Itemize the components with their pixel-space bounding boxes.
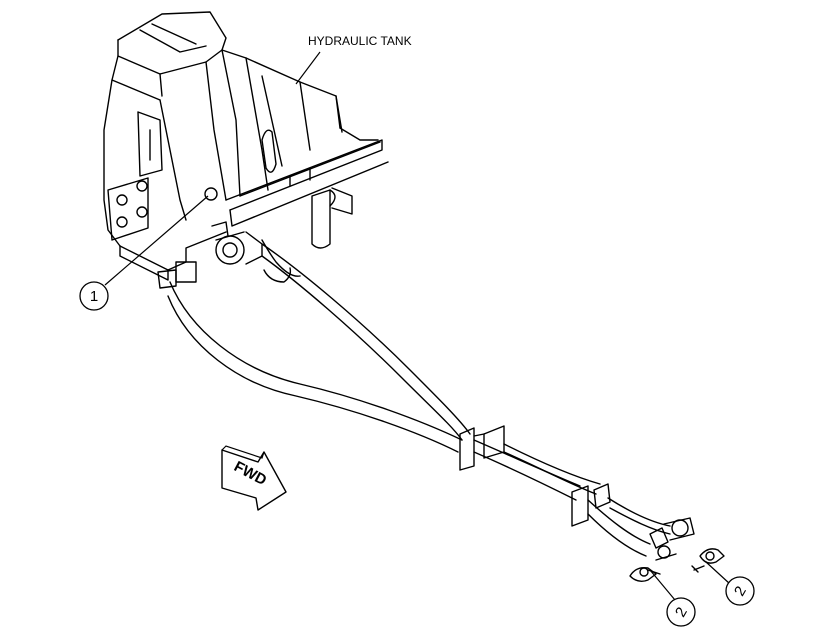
hydraulic-tank-label: HYDRAULIC TANK xyxy=(308,34,412,48)
callout-1-bubble xyxy=(79,281,109,311)
fwd-arrow: FWD xyxy=(221,445,287,511)
hydraulic-tank-leader xyxy=(295,51,321,85)
hydraulic-tank xyxy=(103,11,389,289)
callout-1-leader xyxy=(104,195,209,286)
callout-2-left-bubble xyxy=(666,597,696,627)
callout-2-right: 2 xyxy=(705,561,755,606)
fwd-arrow-outline xyxy=(221,449,287,511)
callout-2-right-leader xyxy=(705,561,731,585)
callout-2-right-bubble xyxy=(725,576,755,606)
hydraulic-tank-label-group: HYDRAULIC TANK xyxy=(295,34,412,85)
callout-1: 1 xyxy=(79,195,209,311)
fwd-arrow-depth xyxy=(221,445,265,459)
callout-1-number: 1 xyxy=(90,288,98,305)
hose-clamps xyxy=(629,548,725,583)
callout-2-left: 2 xyxy=(649,569,696,627)
hydraulic-hoses xyxy=(167,243,695,561)
